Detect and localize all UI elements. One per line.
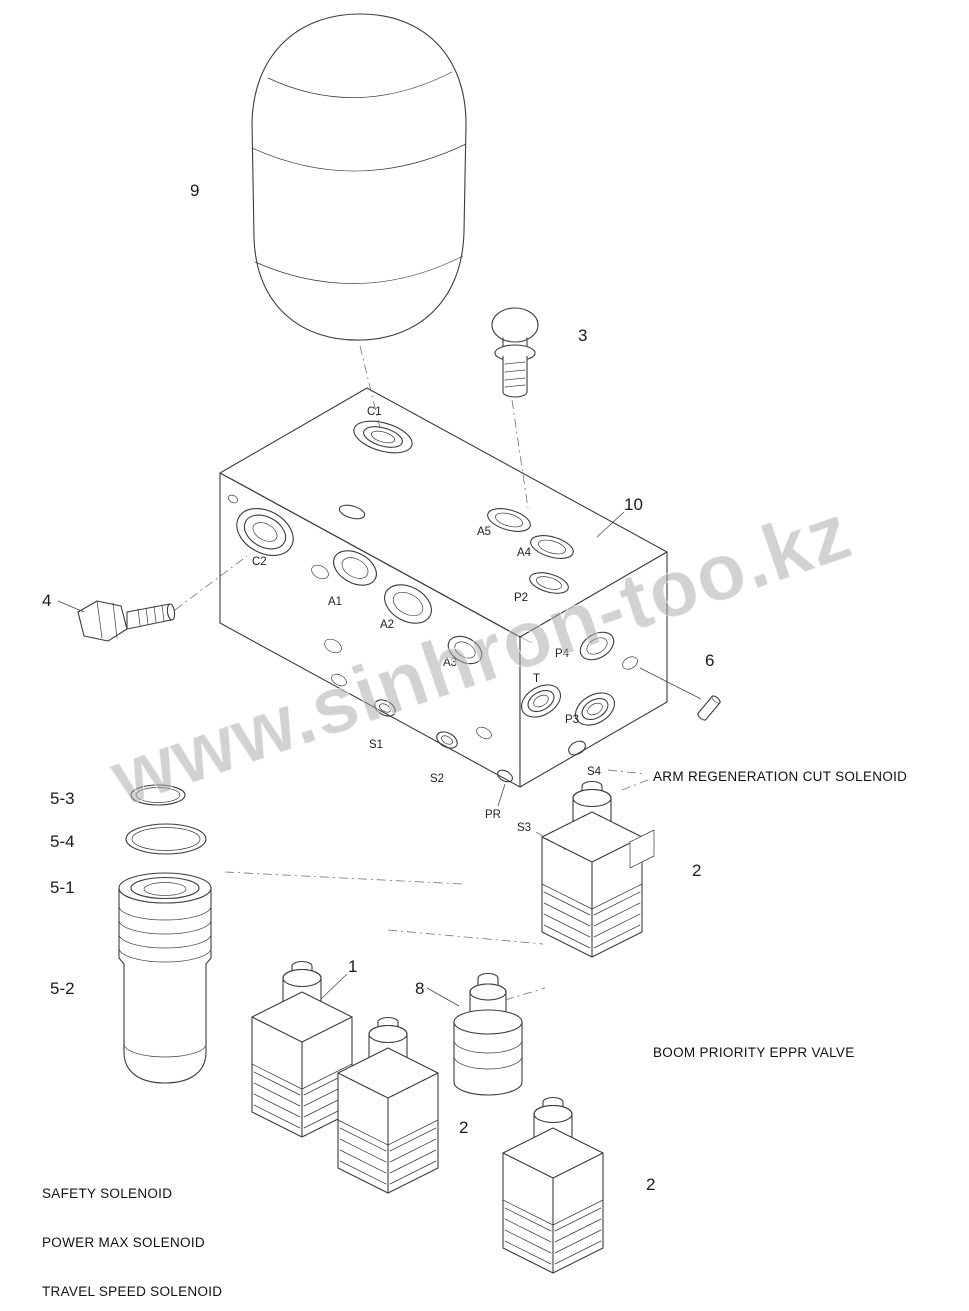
port-a2-hole (384, 584, 432, 624)
filter-part (118, 872, 212, 1084)
port-a3-hole (447, 635, 483, 665)
port-p4-hole (579, 631, 615, 661)
eppr-valve-part (453, 972, 523, 1096)
port-a5-hole (487, 508, 531, 532)
port-label-a3: A3 (443, 657, 457, 669)
port-p2-hole (529, 572, 569, 594)
valve-block-part (219, 387, 668, 788)
callout-oring-small: 5-3 (50, 789, 75, 808)
port-label-pr: PR (485, 809, 501, 821)
callout-qty-arm-regen: 2 (692, 861, 701, 880)
port-a4-hole (530, 535, 574, 559)
port-label-s2: S2 (430, 773, 444, 785)
port-label-s1: S1 (369, 739, 383, 751)
callout-eppr-valve: 8 (415, 979, 424, 998)
port-label-p3: P3 (565, 714, 579, 726)
callout-pin: 6 (705, 651, 714, 670)
front-bolt-hole-2 (324, 638, 342, 654)
annotation-boom-priority: BOOM PRIORITY EPPR VALVE (653, 1045, 855, 1060)
callout-plug: 3 (578, 326, 587, 345)
port-label-a5: A5 (477, 526, 491, 538)
callout-filter-lower: 5-2 (50, 979, 75, 998)
plug-part (491, 307, 539, 398)
callout-valve-block: 10 (624, 495, 643, 514)
arm-regen-connector-tab (629, 829, 655, 869)
block-corner-hole (227, 494, 239, 504)
port-label-c2: C2 (252, 556, 267, 568)
port-label-s4: S4 (587, 766, 602, 778)
port-label-a2: A2 (380, 619, 394, 631)
port-a1-hole (333, 550, 377, 586)
callout-accumulator: 9 (190, 181, 199, 200)
callout-filter-upper: 5-1 (50, 878, 75, 897)
port-label-a4: A4 (517, 547, 532, 559)
front-bolt-hole-4 (476, 726, 492, 740)
annotation-travel-speed: TRAVEL SPEED SOLENOID (42, 1284, 222, 1299)
port-pr-hole (497, 769, 513, 783)
port-label-t: T (533, 673, 540, 685)
top-face-boss (338, 504, 366, 520)
port-label-s3: S3 (517, 822, 531, 834)
callout-qty-mid: 2 (459, 1118, 468, 1137)
port-c2-hole (236, 508, 294, 556)
safety-solenoid-part (251, 960, 353, 1138)
annotation-power-max: POWER MAX SOLENOID (42, 1235, 205, 1250)
leader-lines (57, 345, 702, 1007)
callout-qty-travel: 2 (646, 1175, 655, 1194)
arm-regen-solenoid-part (541, 780, 643, 958)
port-s1-hole (374, 699, 396, 717)
port-label-c1: C1 (367, 406, 382, 418)
front-bolt-hole-3 (331, 673, 347, 687)
callout-oring-large: 5-4 (50, 832, 75, 851)
port-p3-hole (574, 692, 616, 726)
port-s4-hole (568, 740, 586, 756)
front-bolt-hole-1 (311, 564, 329, 580)
pin-part (697, 695, 721, 721)
port-t-hole (520, 684, 562, 718)
bolt-part (77, 600, 176, 642)
annotation-safety: SAFETY SOLENOID (42, 1186, 172, 1201)
port-label-p4: P4 (555, 648, 570, 660)
callout-bolt: 4 (42, 591, 51, 610)
oring-large-part (125, 823, 207, 855)
port-label-p2: P2 (514, 592, 528, 604)
port-label-a1: A1 (328, 596, 342, 608)
travel-speed-solenoid-part (502, 1096, 604, 1274)
port-c1-hole (353, 420, 413, 454)
oring-small-part (130, 784, 186, 806)
right-pin-hole (622, 656, 638, 670)
annotation-arm-regen: ARM REGENERATION CUT SOLENOID (653, 769, 907, 784)
callout-solenoid-one: 1 (348, 957, 357, 976)
power-max-solenoid-part (337, 1016, 439, 1194)
accumulator-part (251, 13, 467, 341)
port-s2-hole (436, 731, 458, 749)
